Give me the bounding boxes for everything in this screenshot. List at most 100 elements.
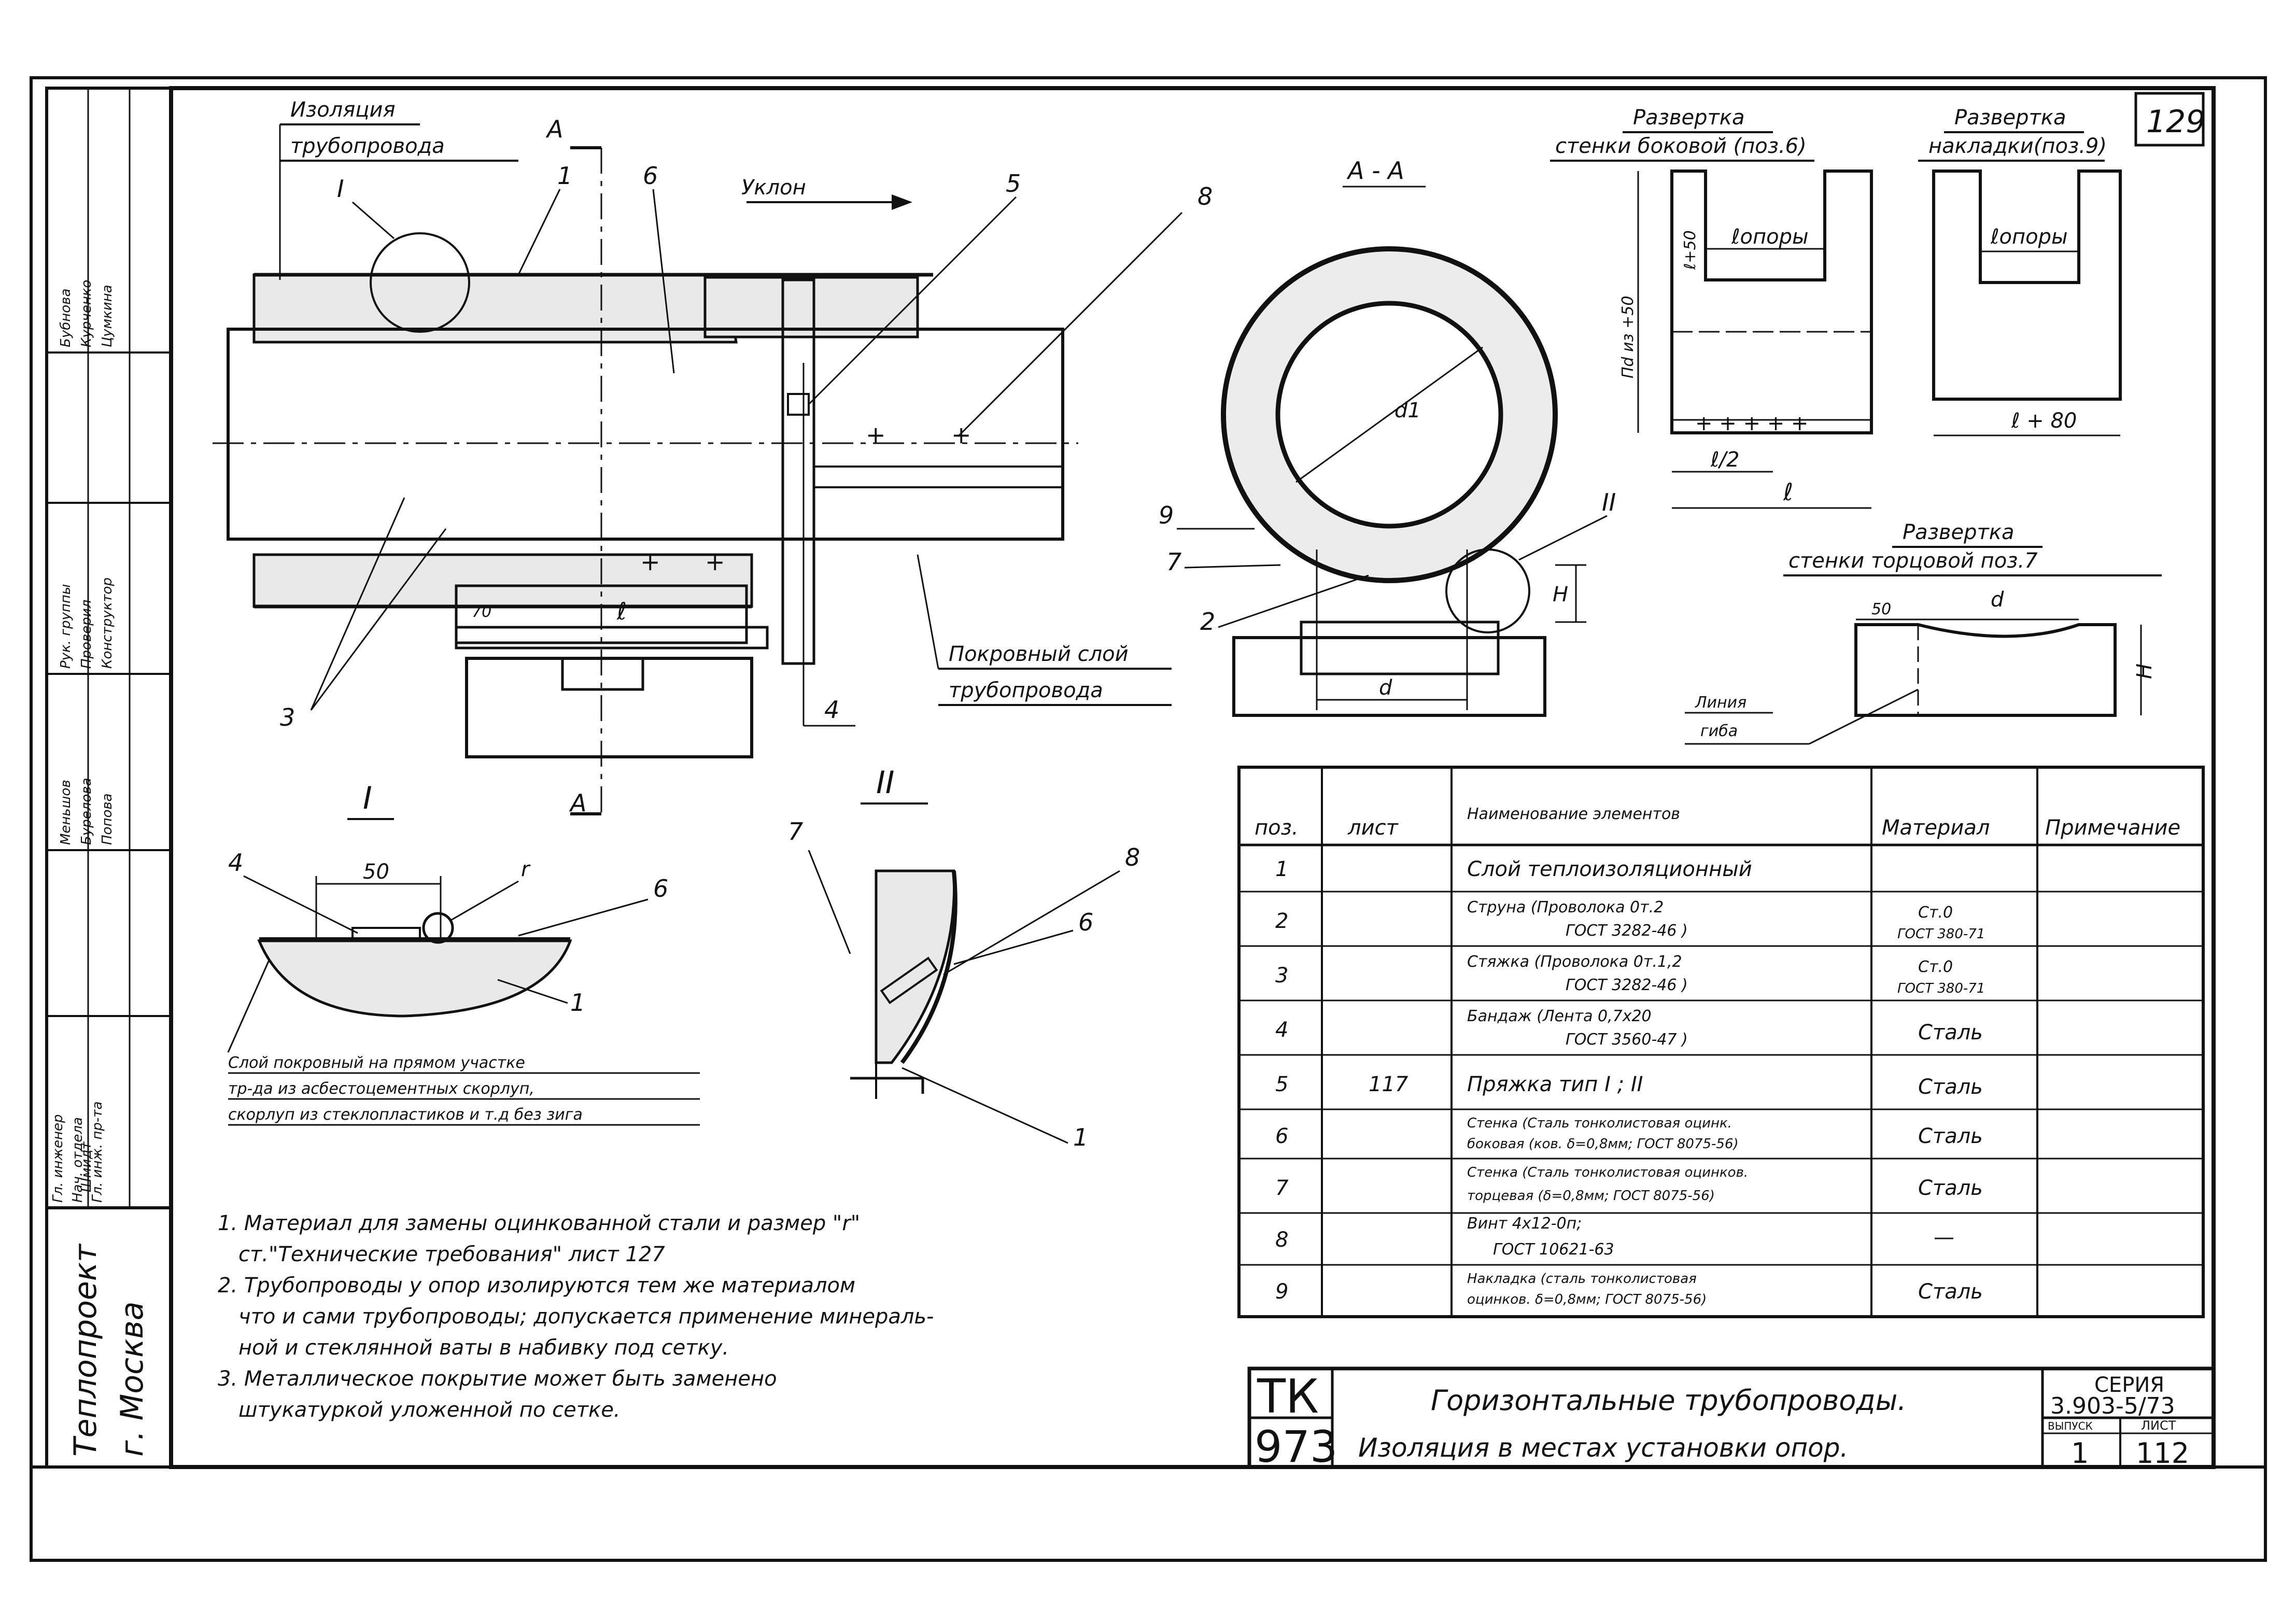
detail-I-note-3: скорлуп из стеклопластиков и т.д без зиг… — [228, 1106, 583, 1124]
tb-sheet: 112 — [2136, 1437, 2189, 1470]
dev-end-H: H — [2133, 664, 2157, 679]
detail-I-note-1: Слой покровный на прямом участке — [228, 1054, 525, 1072]
detail-II-callout-1: 1 — [1073, 1123, 1088, 1151]
dim-70: 70 — [472, 603, 491, 621]
row6-material: Сталь — [1918, 1124, 1983, 1148]
callout-5: 5 — [1006, 170, 1021, 198]
row2-name: Струна (Проволока 0т.2 — [1467, 898, 1664, 916]
note-line-5: ной и стеклянной ваты в набивку под сетк… — [238, 1336, 729, 1360]
detail-I-callout-1: 1 — [570, 989, 585, 1017]
svg-text:+: + — [705, 548, 725, 576]
development-end: Развертка стенки торцовой поз.7 50 d H Л… — [1685, 520, 2162, 745]
dev-end-50: 50 — [1871, 600, 1891, 618]
svg-text:+: + — [866, 421, 886, 449]
row3-material: Ст.0 — [1918, 958, 1953, 976]
row7-pos: 7 — [1275, 1176, 1289, 1200]
title-block: ТК 973 Горизонтальные трубопроводы. Изол… — [1247, 1366, 2216, 1472]
cover-label-2: трубопровода — [949, 679, 1103, 702]
row2-pos: 2 — [1275, 909, 1288, 933]
detail-I-50: 50 — [363, 860, 389, 884]
detail-I-callout-6: 6 — [653, 875, 668, 902]
stamp-role-5: Проверил — [79, 600, 94, 669]
stamp-org-line1: Теплопроект — [67, 1243, 104, 1457]
tb-sheet-label: ЛИСТ — [2141, 1418, 2176, 1433]
outer-frame — [30, 76, 2267, 1562]
section-aa: А - А d1 d II H 9 7 2 — [1159, 157, 1616, 717]
left-stamp: Гл. инженер Нач. отдела Гл. инж. пр-та Р… — [45, 87, 173, 1469]
dev-side-l50: ℓ+50 — [1681, 230, 1699, 270]
row9-name: Накладка (сталь тонколистовая — [1467, 1271, 1697, 1287]
section-mark-bottom: А — [569, 789, 586, 817]
stamp-name-5: Курченко — [79, 280, 94, 347]
tb-title-2: Изоляция в местах установки опор. — [1358, 1433, 1848, 1463]
row6-pos: 6 — [1275, 1124, 1288, 1148]
detail-I-callout-4: 4 — [228, 849, 243, 877]
detail-II-callout-6: 6 — [1078, 908, 1093, 936]
cover-label-1: Покровный слой — [949, 642, 1129, 666]
row9-material: Сталь — [1918, 1280, 1983, 1304]
stamp-role-2: Нач. отдела — [70, 1117, 86, 1203]
note-line-6: 3. Металлическое покрытие может быть зам… — [218, 1367, 777, 1391]
row9-pos: 9 — [1275, 1280, 1288, 1304]
row2-material: Ст.0 — [1918, 904, 1953, 922]
svg-text:+: + — [951, 421, 971, 449]
row4-name: Бандаж (Лента 0,7х20 — [1467, 1007, 1652, 1025]
stamp-name-7: Шмидт — [79, 1141, 94, 1192]
detail-I: I 50 r 4 6 1 Слой покровный на прямом уч… — [227, 780, 700, 1126]
callout-8: 8 — [1198, 182, 1213, 210]
stamp-name-6: Цумкина — [100, 285, 115, 347]
development-side: Развертка стенки боковой (поз.6) + + + +… — [1550, 106, 1873, 509]
row3-pos: 3 — [1275, 964, 1288, 988]
detail-I-note-2: тр-да из асбестоцементных скорлуп, — [228, 1080, 534, 1098]
tb-code-1: ТК — [1257, 1370, 1319, 1424]
row7-name2: торцевая (δ=0,8мм; ГОСТ 8075-56) — [1467, 1188, 1715, 1204]
dev-pad-title-1: Развертка — [1954, 106, 2066, 130]
callout-3: 3 — [280, 703, 295, 731]
notes: 1. Материал для замены оцинкованной стал… — [218, 1208, 1151, 1426]
stamp-name-1: Меньшов — [58, 780, 74, 845]
callout-6: 6 — [643, 162, 658, 190]
row5-material: Сталь — [1918, 1075, 1983, 1099]
stamp-role-4: Рук. группы — [58, 584, 74, 669]
row4-pos: 4 — [1275, 1018, 1288, 1042]
stamp-role-3: Гл. инж. пр-та — [90, 1102, 105, 1203]
section-aa-title: А - А — [1346, 157, 1404, 185]
dev-side-title-1: Развертка — [1633, 106, 1744, 130]
tb-issue: 1 — [2071, 1437, 2089, 1470]
dev-end-title-2: стенки торцовой поз.7 — [1788, 549, 2038, 573]
row5-pos: 5 — [1275, 1073, 1288, 1096]
row2-name2: ГОСТ 3282-46 ) — [1566, 922, 1688, 940]
svg-text:+: + — [640, 548, 660, 576]
development-pad: Развертка накладки(поз.9) ℓопоры ℓ + 80 — [1918, 106, 2122, 436]
row3-material2: ГОСТ 380-71 — [1897, 981, 1985, 996]
note-line-3: 2. Трубопроводы у опор изолируются тем ж… — [218, 1274, 856, 1297]
tb-issue-label: ВЫПУСК — [2048, 1420, 2093, 1432]
row3-name: Стяжка (Проволока 0т.1,2 — [1467, 953, 1682, 971]
detail-I-title: I — [363, 780, 372, 816]
stamp-role-6: Конструктор — [100, 577, 115, 669]
row1-pos: 1 — [1275, 857, 1288, 881]
section-callout-7: 7 — [1166, 548, 1181, 576]
dev-side-l2: ℓ/2 — [1710, 448, 1739, 472]
dim-l-main: ℓ — [616, 597, 627, 625]
stamp-org-line2: г. Москва — [114, 1301, 150, 1457]
row8-pos: 8 — [1275, 1228, 1288, 1252]
row8-name2: ГОСТ 10621-63 — [1493, 1240, 1614, 1259]
section-d: d — [1379, 676, 1392, 700]
dev-side-support: ℓопоры — [1731, 225, 1809, 249]
th-pos: поз. — [1255, 816, 1299, 840]
th-name: Наименование элементов — [1467, 805, 1680, 823]
dev-end-fold-1: Линия — [1695, 694, 1746, 712]
tb-series-label: СЕРИЯ — [2094, 1373, 2164, 1397]
stamp-role-1: Гл. инженер — [50, 1115, 66, 1203]
section-H: H — [1553, 583, 1568, 607]
stamp-name-2: Бурелова — [79, 778, 94, 845]
detail-II-title: II — [876, 765, 894, 801]
row1-name: Слой теплоизоляционный — [1467, 857, 1752, 881]
callout-4: 4 — [824, 696, 839, 724]
detail-II-callout-7: 7 — [788, 817, 803, 845]
note-line-4: что и сами трубопроводы; допускается при… — [238, 1305, 934, 1329]
detail-I-r: r — [521, 857, 531, 881]
row6-name2: боковая (ков. δ=0,8мм; ГОСТ 8075-56) — [1467, 1136, 1739, 1152]
detail-II-callout-8: 8 — [1125, 843, 1140, 871]
